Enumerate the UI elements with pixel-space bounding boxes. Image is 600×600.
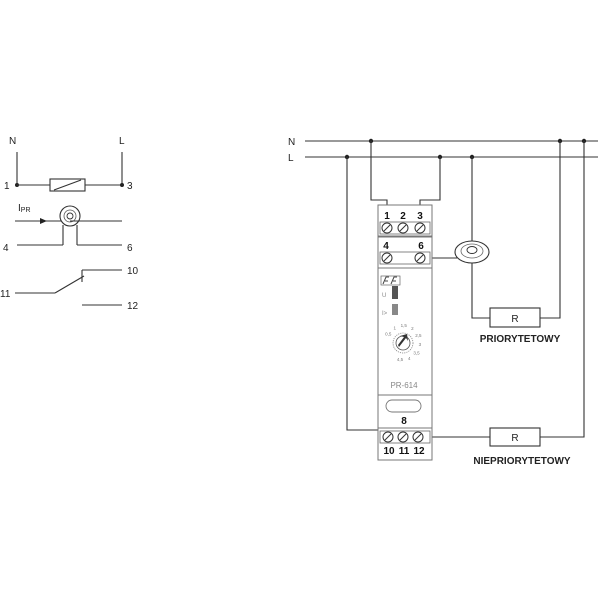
- current-label-main: I: [18, 203, 21, 214]
- current-led-indicator: [392, 304, 398, 315]
- supply-coil-diagonal: [53, 179, 82, 191]
- priority-load-box: [489, 307, 541, 328]
- threshold-knob: [392, 332, 414, 354]
- current-transformer-core: [66, 212, 74, 220]
- contact-blade: [54, 275, 85, 294]
- knob-scale-label: 4,5: [397, 357, 404, 362]
- led-label-voltage: U: [382, 293, 386, 299]
- knob-scale-label: 3,5: [413, 351, 420, 356]
- led-label-current: I>: [382, 311, 388, 317]
- device-terminal-6: 6: [418, 241, 424, 252]
- label-slot: [385, 399, 422, 413]
- left-junction-3: [120, 183, 124, 187]
- priority-load-symbol: R: [511, 314, 518, 325]
- screw-icon: [414, 222, 426, 234]
- nonpriority-load-symbol: R: [511, 433, 518, 444]
- device-terminal-3: 3: [417, 211, 423, 222]
- current-label-sub: PR: [21, 207, 31, 214]
- wire-l-to-terminal-3: [419, 157, 441, 206]
- knob-scale-label: 4: [408, 356, 411, 361]
- knob-pointer-arrow-icon: [398, 334, 408, 347]
- ct-screw-row: [379, 251, 431, 265]
- left-terminal-4: 4: [3, 243, 9, 254]
- right-diagram: N L R PRIORYTETOWY R: [288, 137, 598, 467]
- right-n-label: N: [288, 137, 295, 148]
- left-terminal-11: 11: [0, 289, 11, 300]
- screw-icon: [412, 431, 424, 443]
- knob-scale-label: 3: [419, 342, 422, 347]
- device-terminal-2: 2: [400, 211, 406, 222]
- wire-n-to-terminal-1: [370, 141, 388, 206]
- device-terminal-8: 8: [401, 416, 407, 427]
- knob-scale-label: 2,5: [415, 333, 422, 338]
- voltage-led-indicator: [392, 286, 398, 299]
- wire-nonpriority-load-to-n: [540, 141, 585, 438]
- wire-ct-to-priority-load: [471, 262, 490, 319]
- left-terminal-10: 10: [127, 266, 139, 277]
- device-model-label: PR-614: [390, 381, 418, 390]
- nonpriority-load-label: NIEPRIORYTETOWY: [473, 456, 571, 467]
- device-terminal-11: 11: [399, 446, 410, 457]
- ct-core: [466, 246, 478, 254]
- left-terminal-6: 6: [127, 243, 133, 254]
- device-terminal-1: 1: [384, 211, 390, 222]
- screw-icon: [381, 222, 393, 234]
- left-schematic: N L 1 3 IPR 4 6 11 10 12: [0, 136, 139, 312]
- screw-icon: [381, 252, 393, 264]
- front-panel: [377, 267, 433, 396]
- current-label: IPR: [18, 203, 31, 214]
- priority-load-label: PRIORYTETOWY: [480, 334, 561, 345]
- right-l-label: L: [288, 153, 294, 164]
- relay-device: 1 2 3 4 6 U I>: [377, 204, 433, 461]
- screw-icon: [414, 252, 426, 264]
- knob-scale-label: 0,5: [385, 332, 392, 337]
- device-terminal-10: 10: [383, 446, 395, 457]
- bottom-screw-row: [379, 430, 431, 444]
- knob-scale-label: 1: [394, 325, 397, 330]
- left-l-label: L: [119, 136, 125, 147]
- knob-scale-label: 2: [411, 326, 414, 331]
- wire-priority-load-to-n: [540, 141, 561, 319]
- screw-icon: [397, 222, 409, 234]
- device-terminal-12: 12: [413, 446, 425, 457]
- current-transformer-ring-mid: [63, 209, 77, 223]
- manufacturer-logo: [380, 275, 401, 286]
- screw-icon: [382, 431, 394, 443]
- screw-icon: [397, 431, 409, 443]
- left-n-label: N: [9, 136, 16, 147]
- current-arrow-icon: [40, 218, 47, 224]
- left-terminal-1: 1: [4, 181, 10, 192]
- ct-mid-ring: [460, 243, 484, 259]
- nonpriority-load-box: [489, 427, 541, 447]
- left-terminal-3: 3: [127, 181, 133, 192]
- top-screw-row: [379, 221, 431, 235]
- device-terminal-4: 4: [383, 241, 389, 252]
- knob-scale-label: 1,5: [401, 323, 408, 328]
- current-transformer: [454, 240, 490, 264]
- left-terminal-12: 12: [127, 301, 139, 312]
- knob-body: [395, 335, 411, 351]
